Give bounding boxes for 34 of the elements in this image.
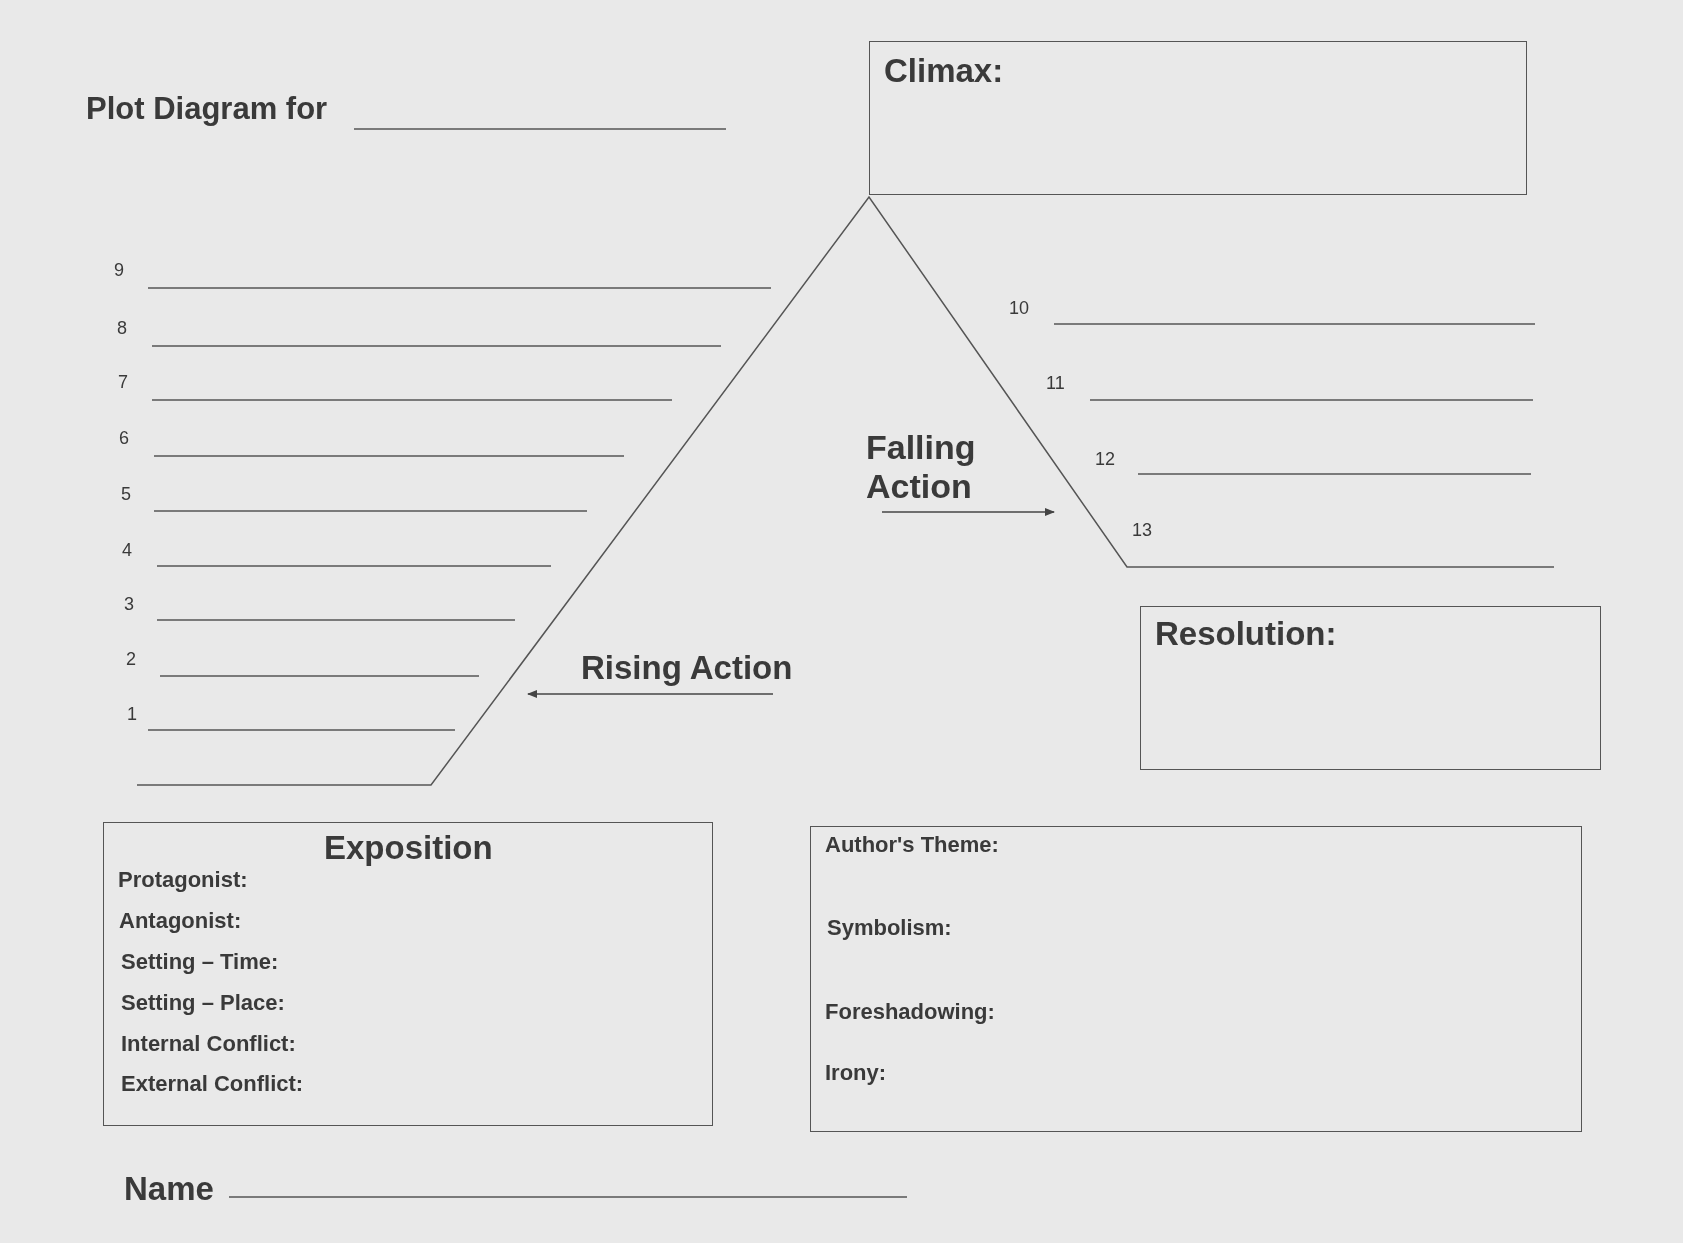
field-label: Setting – Time: [121,949,279,975]
field-label: Author's Theme: [825,832,999,858]
callout-number: 12 [1095,449,1116,470]
field-label: Symbolism: [827,915,952,941]
resolution-box [1140,606,1601,770]
field-label: Name [124,1170,214,1208]
field-label: Foreshadowing: [825,999,995,1025]
callout-number: 1 [127,704,137,725]
stage-label: Rising Action [581,649,793,687]
callout-number: 8 [117,318,127,339]
stage-label: Falling Action [866,428,977,507]
callout-number: 2 [126,649,136,670]
literary-elements-box [810,826,1582,1132]
field-label: Internal Conflict: [121,1031,296,1057]
section-heading: Exposition [324,829,493,867]
section-heading: Resolution: [1155,615,1337,653]
callout-number: 10 [1009,298,1030,319]
callout-number: 5 [121,484,131,505]
field-label: Setting – Place: [121,990,285,1016]
callout-number: 6 [119,428,129,449]
callout-number: 4 [122,540,132,561]
callout-number: 11 [1046,373,1065,394]
callout-number: 9 [114,260,124,281]
exposition-box [103,822,713,1126]
worksheet-title: Plot Diagram for [86,91,328,127]
callout-number: 7 [118,372,128,393]
field-label: Irony: [825,1060,887,1086]
field-label: Antagonist: [119,908,242,934]
callout-number: 13 [1132,520,1153,541]
climax-box [869,41,1527,195]
field-label: External Conflict: [121,1071,304,1097]
section-heading: Climax: [884,52,1004,90]
callout-number: 3 [124,594,134,615]
field-label: Protagonist: [118,867,248,893]
